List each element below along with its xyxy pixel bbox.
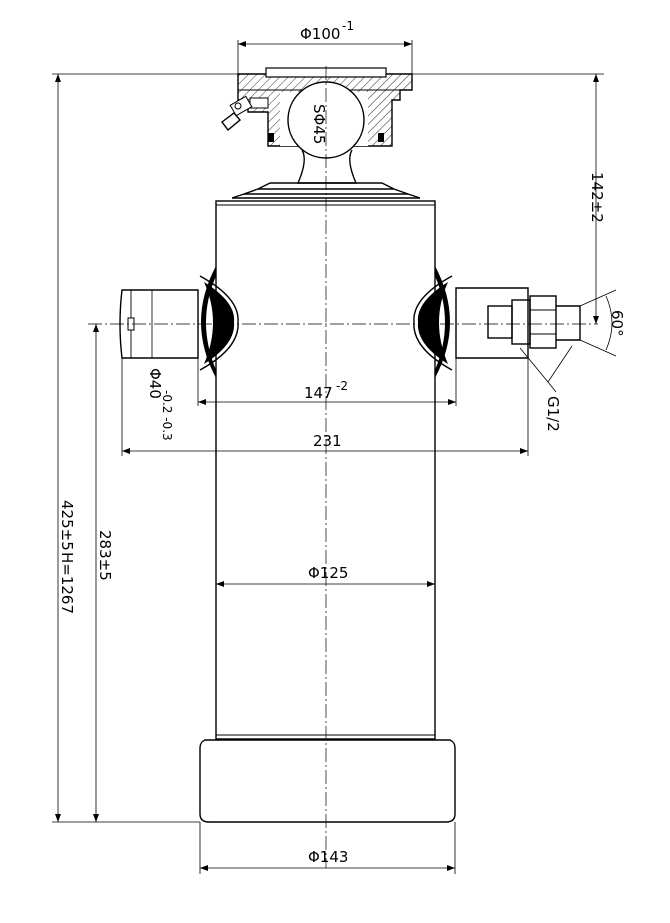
dim-top-height: 142±2: [588, 172, 606, 223]
dim-closed-height: H=1267: [58, 552, 76, 614]
dim-ball-diameter: SΦ45: [310, 104, 328, 144]
right-trunnion: [413, 266, 581, 378]
dim-nozzle-span-tolerance: -2: [336, 379, 348, 393]
dim-top-flange-diameter: Φ100: [300, 25, 340, 43]
dim-body-diameter: Φ125: [308, 564, 348, 582]
center-lines: [88, 66, 598, 868]
cylinder-base: [199, 739, 456, 823]
dim-nozzle-diameter-tolerance: -0.2 -0.3: [160, 390, 174, 441]
dimension-lines: [52, 40, 617, 874]
grease-nipple: [221, 95, 269, 132]
dim-thread: G1/2: [544, 396, 562, 432]
dim-stroke-height: 425±5: [58, 500, 76, 551]
dim-angle: 60°: [608, 310, 626, 337]
dim-top-flange-tolerance: -1: [342, 19, 354, 33]
dim-overall-nozzle-span: 231: [313, 432, 342, 450]
dim-nozzle-diameter: Φ40: [146, 368, 164, 399]
dim-nozzle-span: 147: [304, 384, 333, 402]
dim-nozzle-height: 283±5: [96, 530, 114, 581]
cylinder-body: [215, 200, 436, 740]
dim-base-diameter: Φ143: [308, 848, 348, 866]
left-trunnion: [119, 266, 239, 378]
